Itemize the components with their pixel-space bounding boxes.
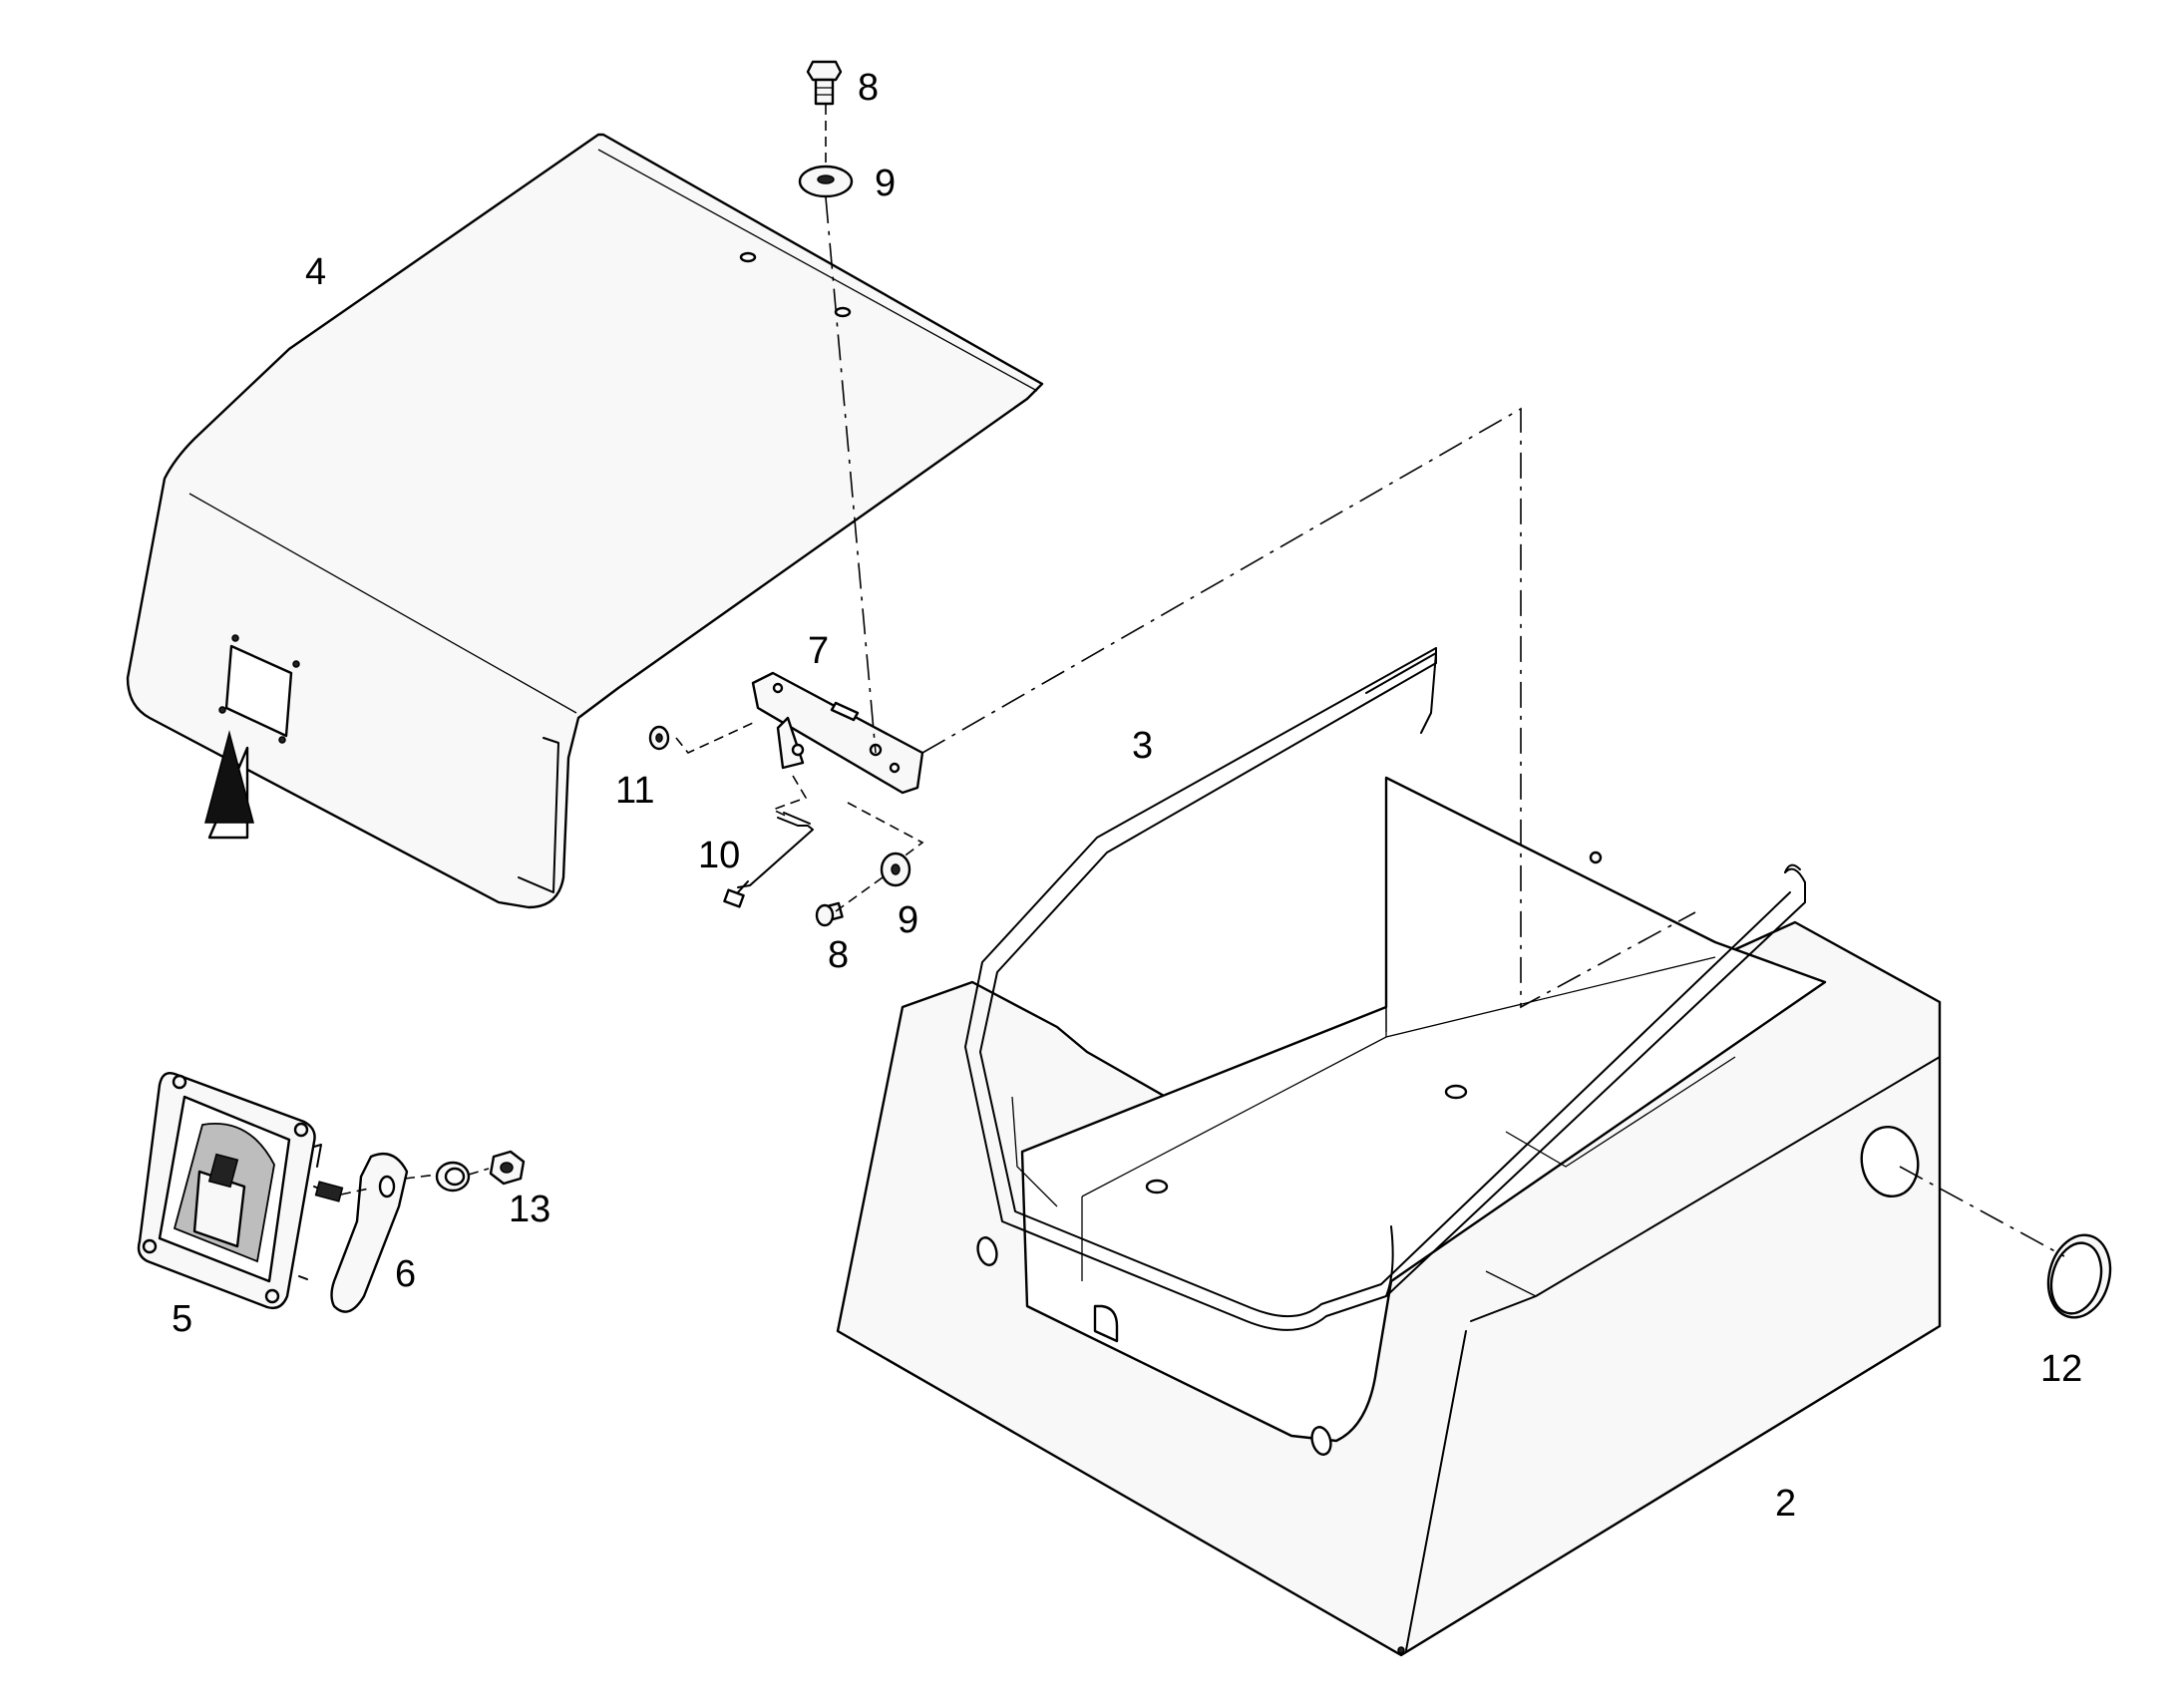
cover-panel — [126, 133, 1044, 909]
callout-9-bottom: 9 — [898, 899, 918, 941]
washer-9-top — [798, 165, 854, 198]
callout-10: 10 — [698, 835, 740, 876]
callout-5: 5 — [172, 1298, 192, 1340]
rod — [723, 812, 814, 908]
callout-2: 2 — [1775, 1483, 1796, 1525]
callout-9-top: 9 — [875, 163, 896, 204]
bolt-8-bottom — [815, 901, 844, 927]
callout-8-top: 8 — [858, 67, 879, 109]
callout-4: 4 — [305, 251, 326, 293]
bracket — [751, 671, 924, 795]
ring-washer — [435, 1161, 471, 1193]
handle-lock — [137, 1071, 344, 1310]
bolt-8-top — [806, 60, 843, 106]
callout-6: 6 — [395, 1253, 416, 1295]
gasket-frame — [964, 647, 1806, 1331]
handle-recess — [224, 644, 293, 738]
callout-13: 13 — [509, 1189, 550, 1230]
callout-12: 12 — [2040, 1348, 2082, 1390]
washer-9-bottom — [880, 852, 911, 887]
callout-7: 7 — [808, 630, 829, 672]
cam-lever — [330, 1152, 409, 1313]
callout-8-bottom: 8 — [828, 934, 849, 976]
callouts: 2 3 4 5 6 7 8 8 9 9 10 11 12 13 — [172, 67, 2082, 1525]
callout-11: 11 — [615, 770, 654, 812]
nut-13 — [489, 1150, 526, 1186]
plug-12 — [2046, 1233, 2112, 1319]
centre-lines — [340, 105, 2065, 1257]
callout-3: 3 — [1132, 725, 1153, 767]
washer-11 — [648, 725, 670, 751]
assembly-arrow — [204, 730, 254, 840]
